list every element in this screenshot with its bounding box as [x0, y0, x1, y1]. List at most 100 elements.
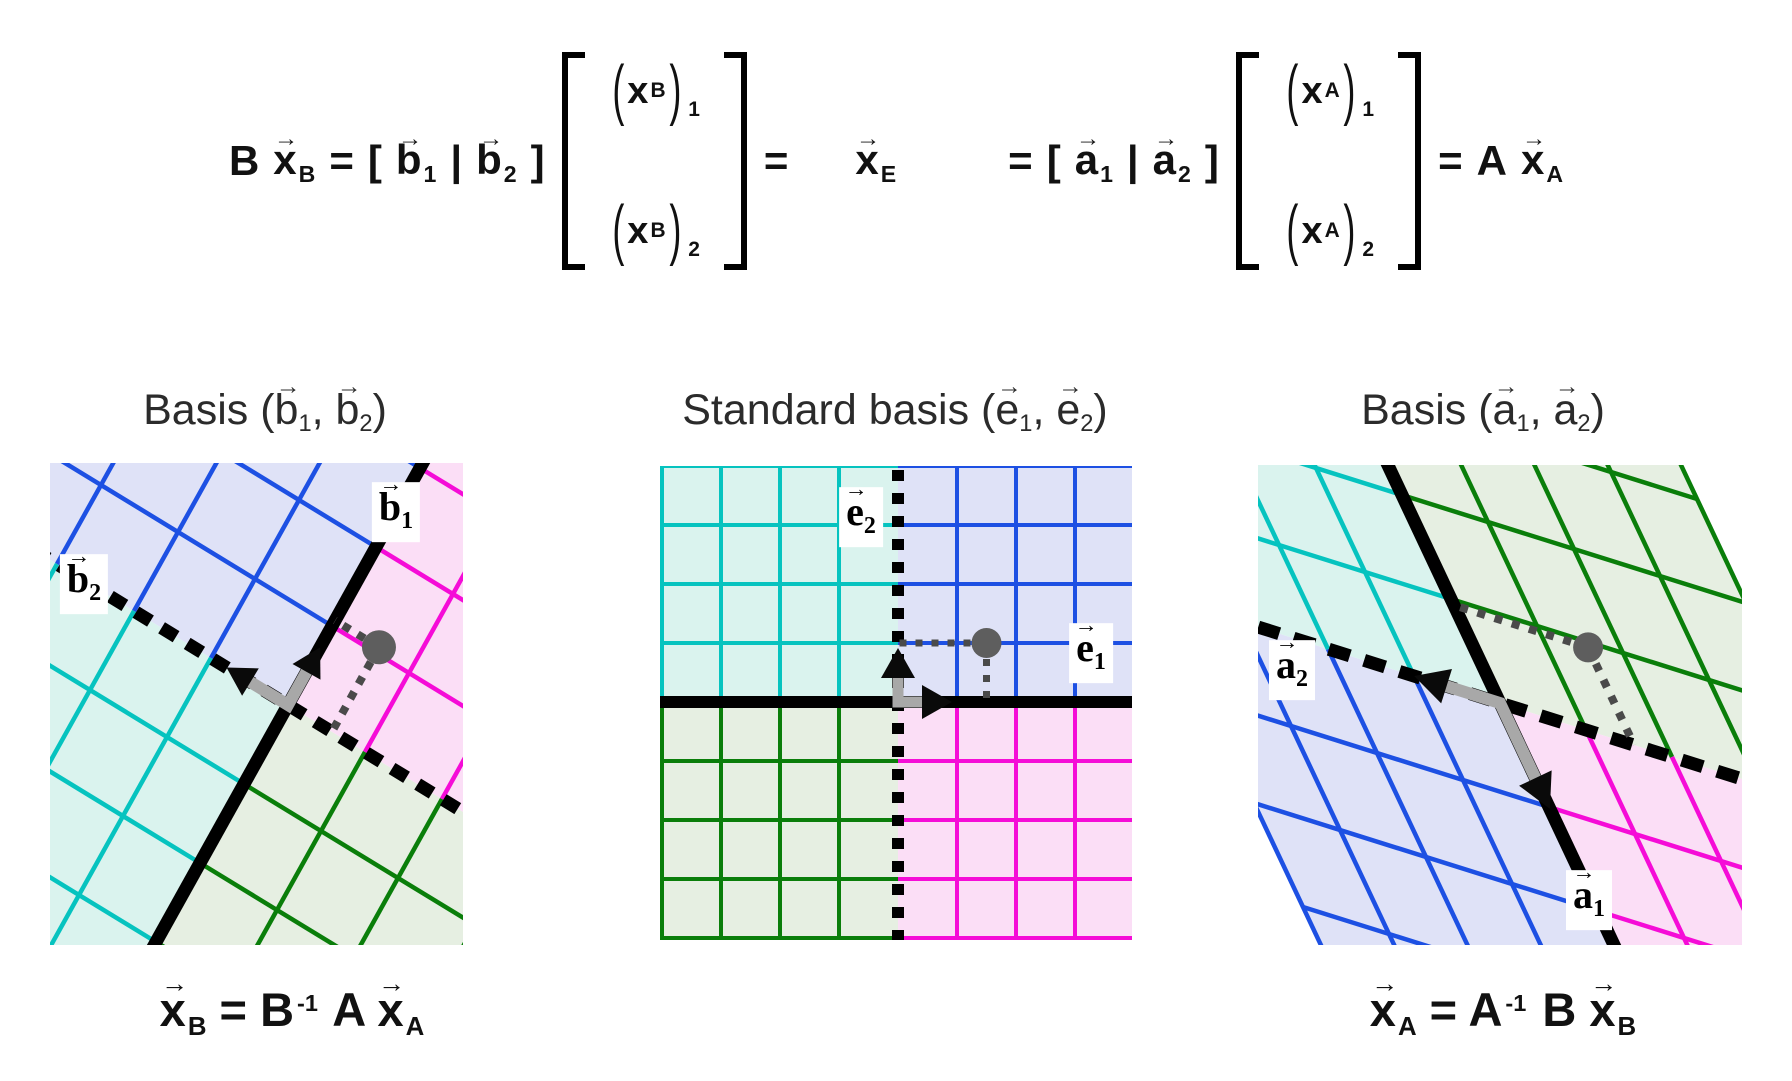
matrix-bracket-right [723, 52, 747, 270]
matrix-bracket-left [561, 52, 585, 270]
subscript: B [298, 160, 316, 187]
vector-arrow-icon: → [844, 476, 868, 502]
open-bracket: [ [1046, 137, 1061, 184]
letter: b [395, 136, 422, 184]
subscript: 1 [1019, 411, 1033, 438]
vector-arrow-icon: → [275, 374, 301, 401]
vector-arrow-icon: → [1275, 629, 1299, 655]
entry-index: 1 [1362, 98, 1375, 121]
subscript: B [1617, 1012, 1637, 1041]
matrix-bracket-left [1235, 52, 1259, 270]
letter: x [377, 983, 404, 1036]
vector-arrow-icon: → [160, 970, 188, 999]
vector-arrow-icon: → [274, 124, 299, 151]
separator-bar: | [1126, 137, 1139, 184]
subscript: 1 [423, 160, 437, 187]
letter: x [273, 136, 297, 184]
standard-basis-panel [660, 466, 1132, 940]
vector-arrow-icon: → [1057, 374, 1083, 401]
letter: x [1589, 983, 1616, 1036]
subscript: A [1546, 160, 1564, 187]
vector-arrow-icon: → [1572, 859, 1596, 885]
y-axis-dashed [1258, 620, 1742, 786]
basis-a-grid [1258, 465, 1742, 945]
big-paren-right: ) [668, 54, 681, 128]
projection-dotted-lines [898, 639, 990, 702]
basis-vector-arrows [881, 648, 952, 719]
letter: x [627, 70, 649, 112]
letter-B: B [228, 137, 260, 184]
basis-b-title: Basis (→b1, →b2) [143, 376, 387, 438]
subscript: 2 [1080, 411, 1094, 438]
grid-lines [1258, 465, 1742, 945]
letter: x [1369, 983, 1396, 1036]
matrix-bracket-right [1398, 52, 1422, 270]
subscript: 1 [1593, 895, 1605, 922]
basis-a-title: Basis (→a1, →a2) [1361, 376, 1605, 438]
big-paren-right: ) [1343, 194, 1356, 268]
subscript: A [1324, 218, 1340, 242]
letter-A: A [1476, 137, 1507, 184]
letter: x [1301, 210, 1323, 252]
e2-axis-label: →e2 [839, 478, 883, 547]
letter: b [335, 386, 360, 434]
basis-a-panel [1258, 465, 1742, 945]
letter: e [995, 386, 1020, 434]
inverse-exponent: -1 [1505, 990, 1527, 1017]
letter-B: B [1542, 983, 1577, 1036]
big-paren-left: ( [611, 54, 624, 128]
vector-arrow-icon: → [478, 124, 503, 151]
letter: x [1520, 136, 1545, 184]
letter-A: A [1468, 983, 1503, 1036]
subscript: A [1324, 78, 1340, 102]
e1-axis-label: →e1 [1069, 614, 1113, 683]
vector-arrow-icon: → [1074, 612, 1098, 638]
vector-a2: →a2 [1153, 126, 1191, 186]
vector-arrow-icon: → [1521, 124, 1547, 151]
vector-arrow-icon: → [1370, 970, 1398, 999]
title-text: Standard basis ( [682, 386, 996, 434]
subscript: A [1397, 1012, 1417, 1041]
letter: a [1573, 872, 1593, 918]
vector-xB: →xB [160, 971, 207, 1040]
comma: , [1529, 386, 1554, 434]
subscript: 1 [298, 411, 312, 438]
subscript: 2 [89, 579, 102, 606]
equals-sign: = [1008, 137, 1033, 184]
letter: e [1076, 625, 1094, 671]
equals-sign: = [329, 137, 354, 184]
projection-dotted-lines [1452, 601, 1638, 747]
vector-arrow-icon: → [996, 374, 1022, 401]
title-text: ) [372, 386, 387, 434]
comma: , [1032, 386, 1057, 434]
subscript: 2 [1296, 665, 1308, 692]
vector-arrow-icon: → [1590, 970, 1618, 999]
letter: b [378, 484, 402, 530]
close-bracket: ] [530, 137, 545, 184]
b2-axis-label: →b2 [59, 545, 109, 614]
entry-index: 2 [1362, 238, 1375, 261]
subscript: 1 [1093, 648, 1106, 675]
subscript: 2 [503, 160, 517, 187]
big-paren-right: ) [668, 194, 681, 268]
letter: x [627, 210, 649, 252]
vector-b2: →b2 [476, 126, 517, 187]
open-bracket: [ [367, 137, 382, 184]
vector-xE: →xE [855, 126, 896, 186]
letter: x [1301, 70, 1323, 112]
letter: e [1056, 386, 1081, 434]
vector-arrow-icon: → [67, 543, 91, 569]
letter-B: B [260, 983, 295, 1036]
basis-b-panel [50, 463, 463, 945]
big-paren-left: ( [1286, 194, 1299, 268]
letter: a [1492, 386, 1517, 434]
subscript: A [405, 1012, 425, 1041]
vector-xB: →xB [273, 126, 316, 187]
